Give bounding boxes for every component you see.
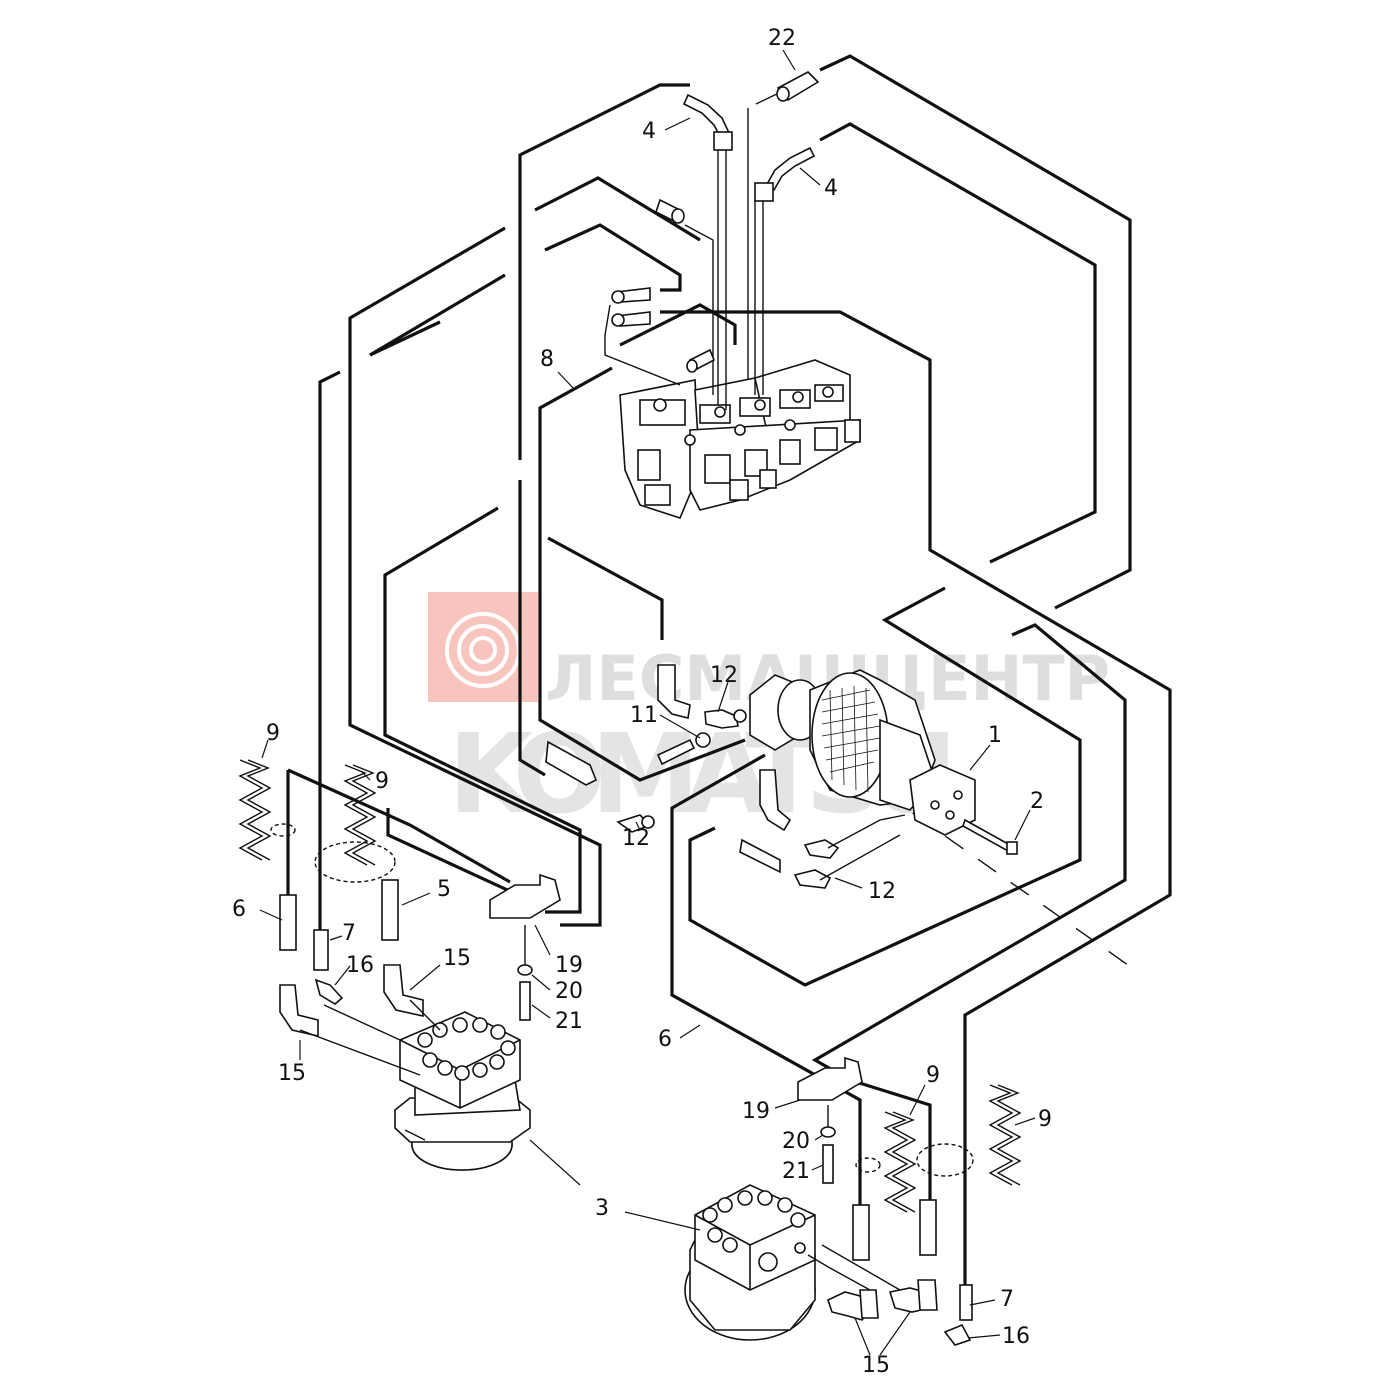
hose-route: [534, 176, 701, 242]
hose-route: [538, 366, 746, 782]
motor-left: [394, 1011, 531, 1171]
hose-route: [544, 223, 682, 292]
hose-routes: [286, 54, 1172, 1290]
hose-route: [386, 808, 541, 907]
hose-route: [318, 370, 341, 940]
callout-21: 21: [782, 1159, 810, 1184]
hose-route: [670, 753, 862, 1240]
hose-route: [819, 122, 1097, 564]
callout-12: 12: [868, 879, 896, 904]
callout-9: 9: [926, 1063, 940, 1088]
hose-route: [369, 320, 441, 357]
callout-6: 6: [232, 897, 246, 922]
callout-9: 9: [1038, 1107, 1052, 1132]
callout-4: 4: [824, 176, 838, 201]
control-valve: [619, 359, 861, 519]
callout-15: 15: [443, 946, 471, 971]
callout-12: 12: [622, 826, 650, 851]
callout-labels: 22 4 4 8 12 11 12 12 1 2 9 9 5 6 7 16 15…: [232, 26, 1052, 1378]
hose-route: [660, 310, 1172, 1290]
callout-16: 16: [346, 953, 374, 978]
hose-route: [287, 768, 511, 884]
hose-route: [518, 480, 546, 777]
callout-1: 1: [988, 723, 1002, 748]
callout-15: 15: [278, 1061, 306, 1086]
hose-route: [819, 54, 1132, 610]
leader-lines: [259, 49, 1036, 1356]
callout-9: 9: [266, 721, 280, 746]
hose-route: [547, 536, 664, 640]
hose-route: [369, 273, 506, 357]
swivel-fittings: [545, 664, 906, 889]
callout-11: 11: [630, 703, 658, 728]
callout-8: 8: [540, 347, 554, 372]
motor-bolts: [702, 1190, 806, 1272]
callout-6: 6: [658, 1027, 672, 1052]
callout-7: 7: [342, 921, 356, 946]
hose-route: [383, 506, 582, 914]
hose-route: [518, 83, 690, 460]
callout-4: 4: [642, 119, 656, 144]
left-fittings: [238, 759, 561, 1076]
callout-20: 20: [782, 1129, 810, 1154]
hose-route: [348, 226, 602, 927]
hose-fittings-top: [611, 71, 820, 373]
valve-pipes: [604, 89, 786, 410]
callout-16: 16: [1002, 1324, 1030, 1349]
swivel-assembly: [749, 669, 1018, 855]
swivel-mesh: [821, 685, 881, 793]
callout-19: 19: [555, 953, 583, 978]
motor-right: [684, 1184, 816, 1341]
callout-19: 19: [742, 1099, 770, 1124]
callout-3: 3: [595, 1196, 609, 1221]
callout-2: 2: [1030, 789, 1044, 814]
right-fittings: [797, 1056, 1022, 1346]
callout-5: 5: [437, 877, 451, 902]
callout-21: 21: [555, 1009, 583, 1034]
hose-route: [688, 586, 1082, 987]
callout-22: 22: [768, 26, 796, 51]
callout-20: 20: [555, 979, 583, 1004]
callout-15: 15: [862, 1353, 890, 1378]
callout-7: 7: [1000, 1287, 1014, 1312]
callout-12: 12: [710, 663, 738, 688]
callout-9: 9: [375, 769, 389, 794]
